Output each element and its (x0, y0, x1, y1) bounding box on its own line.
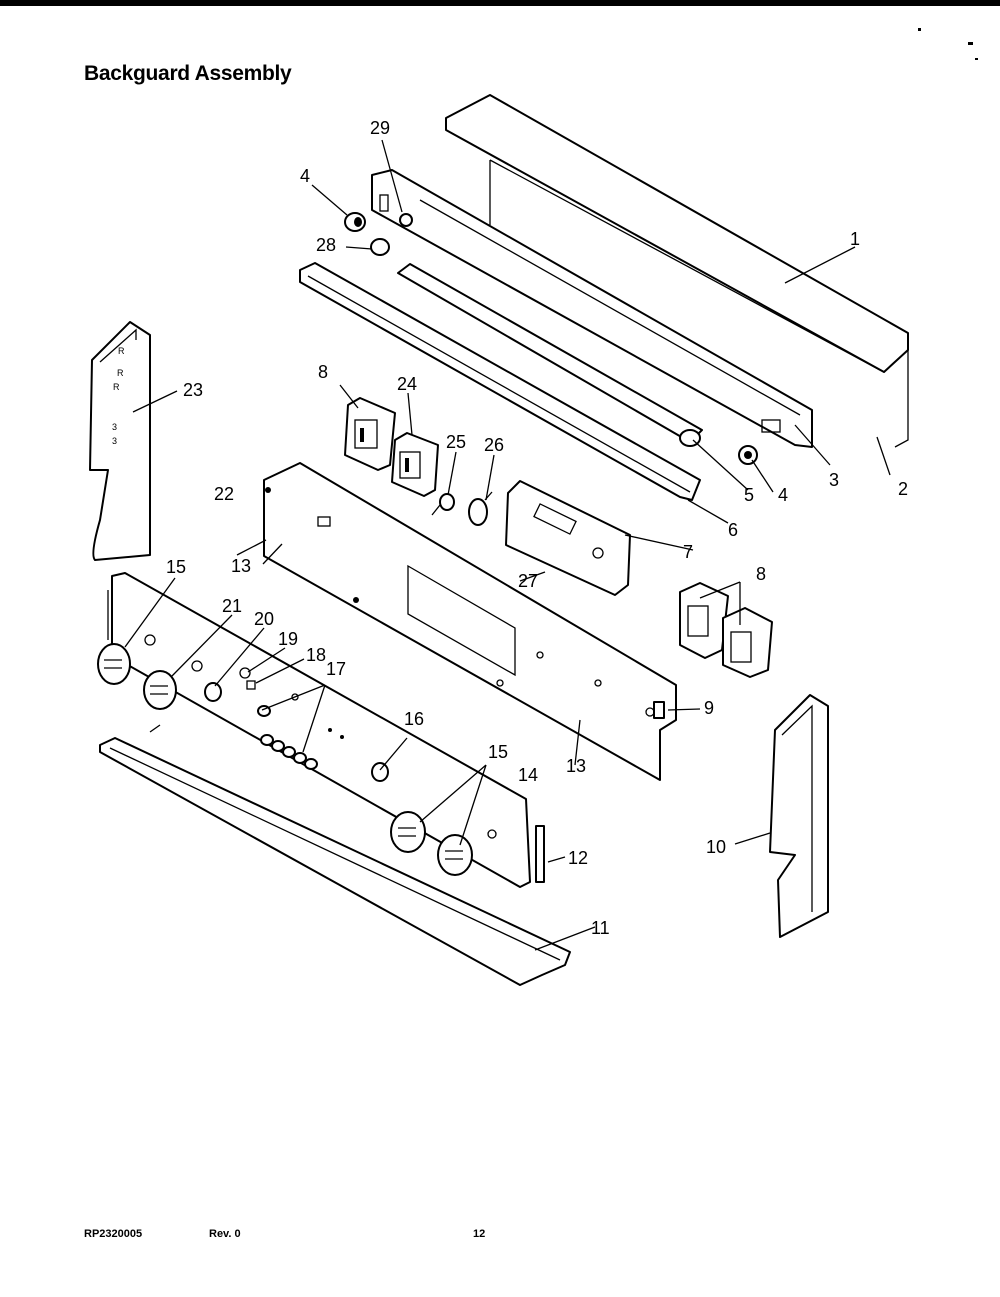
callout-12: 12 (568, 848, 588, 868)
part-23-left-end-cap: R R R 3 3 (89, 321, 151, 561)
callout-19: 19 (278, 629, 298, 649)
part-18-square (246, 680, 256, 690)
part-4-socket-left (344, 212, 366, 232)
scan-mark (975, 58, 978, 60)
callout-4-upper: 4 (300, 166, 310, 186)
part-6-trim-rail (299, 262, 701, 501)
callout-27: 27 (518, 571, 538, 591)
svg-text:R: R (118, 346, 125, 356)
callout-17: 17 (326, 659, 346, 679)
part-5-fluorescent-tube (397, 263, 703, 447)
part-8-switch-lower-2 (722, 607, 773, 678)
part-12-clip (535, 825, 545, 883)
callout-21: 21 (222, 596, 242, 616)
part-28-starter (370, 238, 390, 256)
part-17-button-row (257, 705, 318, 770)
callout-3: 3 (829, 470, 839, 490)
callout-6: 6 (728, 520, 738, 540)
footer-page-number: 12 (473, 1228, 486, 1240)
svg-text:R: R (113, 382, 120, 392)
callout-13-left: 13 (231, 556, 251, 576)
callout-26: 26 (484, 435, 504, 455)
callout-11: 11 (591, 918, 610, 938)
part-9-bracket (653, 701, 665, 719)
callout-7: 7 (683, 542, 693, 562)
top-border (0, 0, 1000, 6)
part-29-hole (399, 213, 413, 227)
part-2-rear-panel (371, 169, 813, 448)
callout-22: 22 (214, 484, 234, 504)
part-4-socket-right (738, 445, 758, 465)
callout-5: 5 (744, 485, 754, 505)
part-24-switch (391, 432, 439, 497)
scan-mark (968, 42, 973, 45)
callout-29: 29 (370, 118, 390, 138)
callout-24: 24 (397, 374, 417, 394)
scan-mark (918, 28, 921, 31)
part-21-knob (143, 670, 177, 710)
part-25-lamp-socket (431, 493, 455, 516)
part-22-control-panel (263, 462, 677, 781)
callout-8-upper: 8 (318, 362, 328, 382)
callout-2: 2 (898, 479, 908, 499)
part-15-knob-mid (390, 811, 426, 853)
callout-14: 14 (518, 765, 538, 785)
part-26-lamp (468, 491, 493, 526)
callout-20: 20 (254, 609, 274, 629)
footer-doc-id: RP2320005 (84, 1228, 143, 1240)
leader-lines (124, 139, 891, 951)
part-1-top-cover (445, 94, 909, 448)
callout-13-right: 13 (566, 756, 586, 776)
part-11-bottom-trim (99, 724, 571, 986)
part-16-shaft (371, 762, 389, 782)
callout-23: 23 (183, 380, 203, 400)
callout-10: 10 (706, 837, 726, 857)
callout-16: 16 (404, 709, 424, 729)
part-7-electronic-control (505, 480, 631, 596)
footer-revision: Rev. 0 (209, 1228, 241, 1240)
callout-15-left: 15 (166, 557, 186, 577)
callout-25: 25 (446, 432, 466, 452)
part-15-knob-right (437, 834, 473, 876)
page-title: Backguard Assembly (84, 62, 292, 85)
part-19-grommet (239, 667, 251, 679)
callout-28: 28 (316, 235, 336, 255)
callout-9: 9 (704, 698, 714, 718)
callout-1: 1 (850, 229, 860, 249)
svg-text:3: 3 (112, 422, 117, 432)
part-10-right-end-cap (769, 694, 829, 938)
callout-labels: 1 2 3 4 4 5 6 7 8 8 9 10 11 12 13 13 14 … (166, 118, 908, 938)
callout-8-lower: 8 (756, 564, 766, 584)
part-20-shaft (204, 682, 222, 702)
callout-15-right: 15 (488, 742, 508, 762)
svg-text:3: 3 (112, 436, 117, 446)
part-15-knob-left (97, 643, 131, 685)
svg-text:R: R (117, 368, 124, 378)
part-8-switch-upper (344, 397, 396, 471)
part-8-switch-lower-1 (679, 582, 729, 659)
callout-4-lower: 4 (778, 485, 788, 505)
callout-18: 18 (306, 645, 326, 665)
